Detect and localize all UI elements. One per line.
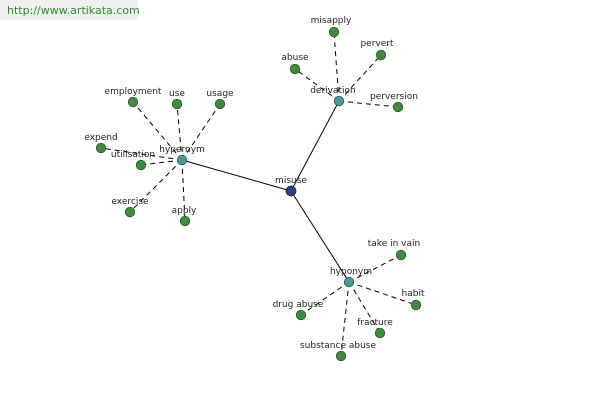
label-habit[interactable]: habit [402,289,425,299]
node-hypernym[interactable] [176,154,188,166]
node-hyponym[interactable] [343,276,355,288]
edge-hyponym-take-in-vain [348,254,402,283]
label-pervert[interactable]: pervert [360,39,394,49]
label-substance-abuse[interactable]: substance abuse [300,341,377,351]
node-apply[interactable] [179,215,191,227]
edge-hyponym-drug-abuse [300,281,350,316]
node-abuse[interactable] [289,63,301,75]
nodes-layer [95,26,422,362]
edge-hyponym-fracture [348,281,381,334]
edge-hyponym-habit [348,281,417,306]
edges-layer [100,31,417,357]
node-employment[interactable] [127,96,139,108]
label-use[interactable]: use [169,89,185,99]
node-substance-abuse[interactable] [335,350,347,362]
node-fracture[interactable] [374,327,386,339]
label-usage[interactable]: usage [206,89,234,99]
edge-misuse-hyponym [290,190,350,283]
watermark-bar: http://www.artikata.com [0,0,140,20]
edge-hypernym-exercise [129,159,183,213]
node-pervert[interactable] [375,49,387,61]
edge-derivation-misapply [333,31,340,102]
label-misuse[interactable]: misuse [275,176,307,186]
label-expend[interactable]: expend [84,133,117,143]
node-drug-abuse[interactable] [295,309,307,321]
label-apply[interactable]: apply [172,206,197,216]
label-hyponym[interactable]: hyponym [330,267,372,277]
label-fracture[interactable]: fracture [357,318,393,328]
edge-misuse-hypernym [181,159,292,192]
edge-derivation-abuse [294,68,340,102]
watermark-url: http://www.artikata.com [7,4,140,17]
label-take-in-vain[interactable]: take in vain [368,239,420,249]
label-utilisation[interactable]: utilisation [111,150,155,160]
node-usage[interactable] [214,98,226,110]
label-hypernym[interactable]: hypernym [159,145,205,155]
edge-hypernym-utilisation [140,159,183,166]
edge-hypernym-use [176,103,183,161]
label-perversion[interactable]: perversion [370,92,418,102]
edge-hypernym-employment [132,101,183,161]
node-misuse[interactable] [285,185,297,197]
node-habit[interactable] [410,299,422,311]
edge-derivation-perversion [338,100,399,108]
node-utilisation[interactable] [135,159,147,171]
label-employment[interactable]: employment [105,87,162,97]
node-expend[interactable] [95,142,107,154]
edge-hypernym-apply [181,159,186,222]
label-misapply[interactable]: misapply [311,16,352,26]
edge-hypernym-expend [100,147,183,161]
node-use[interactable] [171,98,183,110]
edge-hypernym-usage [181,103,221,161]
label-exercise[interactable]: exercise [111,197,149,207]
edge-derivation-pervert [338,54,382,102]
edge-misuse-derivation [290,100,340,192]
node-derivation[interactable] [333,95,345,107]
label-derivation[interactable]: derivation [310,86,356,96]
node-exercise[interactable] [124,206,136,218]
label-drug-abuse[interactable]: drug abuse [273,300,324,310]
edge-hyponym-substance-abuse [340,281,350,357]
node-take-in-vain[interactable] [395,249,407,261]
labels-layer: employment use usage expend utilisation exerc… [84,16,425,351]
node-perversion[interactable] [392,101,404,113]
node-misapply[interactable] [328,26,340,38]
label-abuse[interactable]: abuse [281,53,309,63]
